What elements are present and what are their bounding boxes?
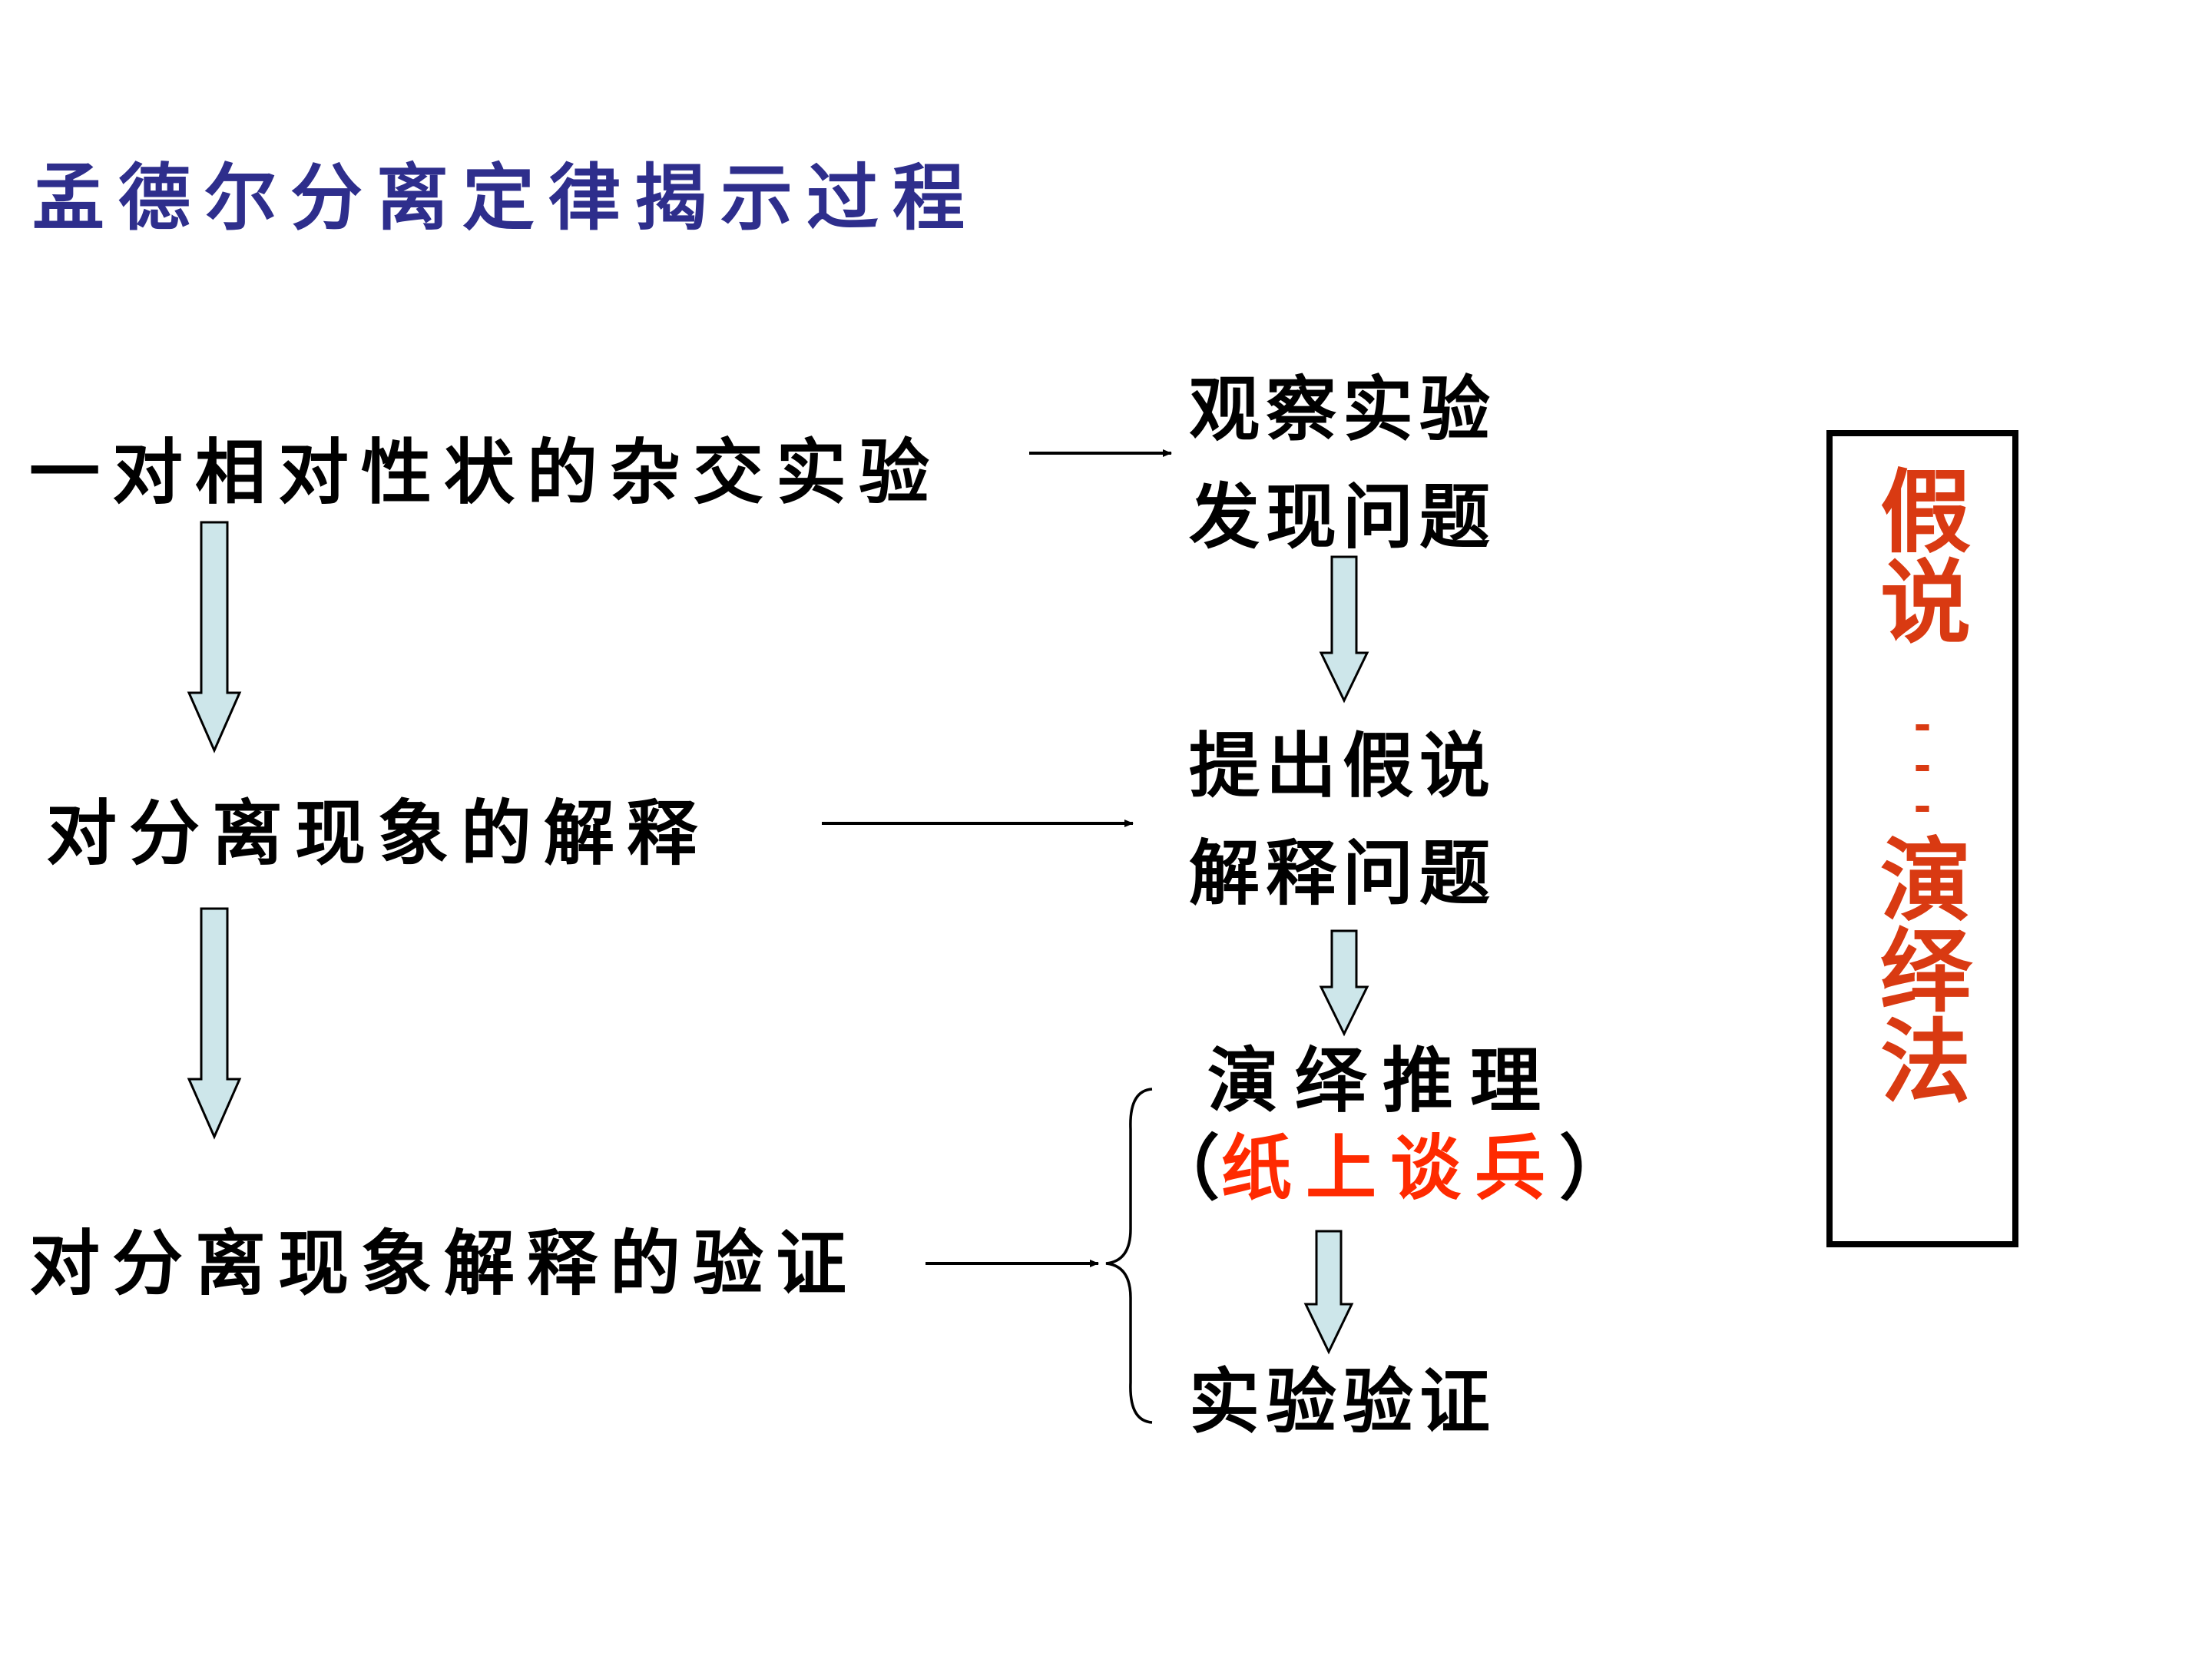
- curly-brace: [1105, 1088, 1153, 1424]
- down-arrow-right-2: [1319, 929, 1369, 1037]
- step-verification: 对分离现象解释的验证: [29, 1223, 859, 1305]
- label-experimental-verification: 实验验证: [1189, 1361, 1497, 1443]
- label-deductive-reasoning: 演绎推理: [1207, 1040, 1558, 1122]
- method-box: 假说 --- 演绎法: [1826, 430, 2018, 1247]
- down-arrow-right-1: [1319, 555, 1369, 704]
- paren-close: ）: [1559, 1128, 1632, 1210]
- label-observe-experiment: 观察实验: [1189, 369, 1497, 451]
- page-title: 孟德尔分离定律揭示过程: [32, 157, 979, 240]
- label-paper-theory: （纸上谈兵）: [1149, 1134, 1631, 1204]
- label-explain-problem: 解释问题: [1189, 833, 1497, 915]
- step-explanation: 对分离现象的解释: [46, 793, 710, 875]
- down-arrow-left-1: [187, 521, 242, 753]
- down-arrow-right-3: [1303, 1230, 1354, 1355]
- label-propose-hypothesis: 提出假说: [1189, 725, 1497, 807]
- method-box-bottom: 演绎法: [1880, 828, 1972, 1115]
- down-arrow-left-2: [187, 907, 242, 1140]
- step-cross-experiment: 一对相对性状的杂交实验: [29, 432, 942, 514]
- paper-theory-text: 纸上谈兵: [1221, 1128, 1560, 1210]
- method-box-top: 假说: [1880, 459, 1972, 656]
- label-find-problem: 发现问题: [1189, 476, 1497, 558]
- paren-open: （: [1149, 1128, 1222, 1210]
- method-box-dashes: ---: [1913, 700, 1932, 833]
